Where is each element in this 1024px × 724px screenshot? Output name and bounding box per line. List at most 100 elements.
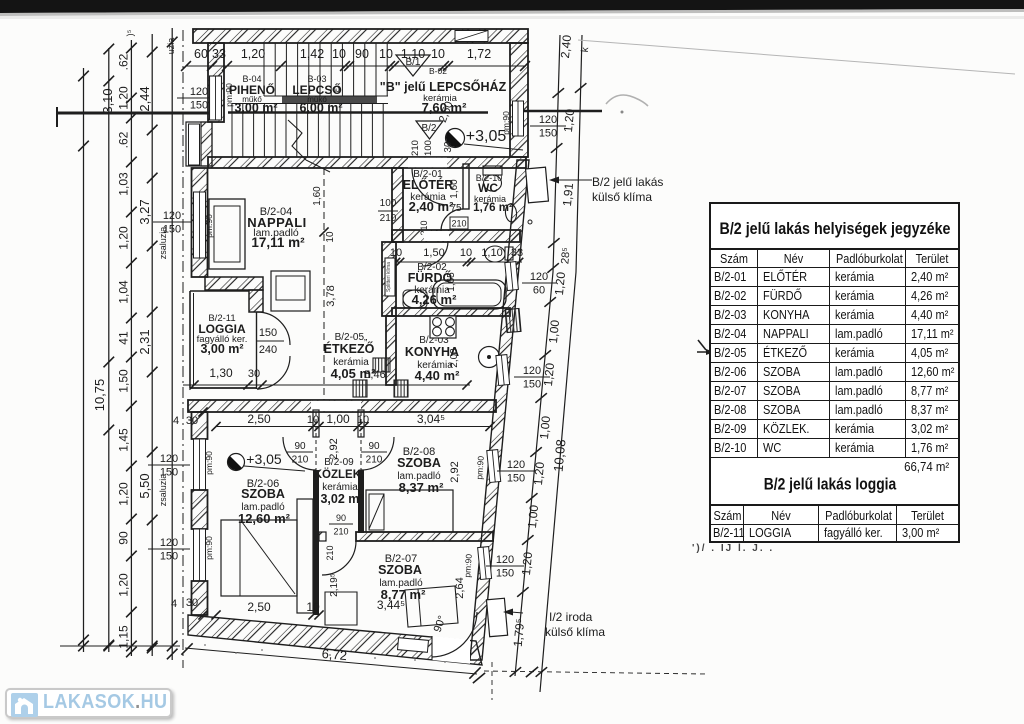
svg-text:150: 150 [539,128,557,140]
svg-text:1,20: 1,20 [117,482,131,506]
svg-text:pm:90: pm:90 [204,536,214,560]
svg-text:B-04: B-04 [242,74,261,84]
svg-text:2,44: 2,44 [137,86,152,111]
svg-text:17,11 m²: 17,11 m² [251,235,305,250]
svg-text:pm:90: pm:90 [462,553,474,578]
svg-text:lam.padló: lam.padló [253,227,299,239]
svg-text:SZOBA: SZOBA [241,487,285,501]
svg-text:2,92: 2,92 [328,438,340,459]
svg-text:1,20: 1,20 [519,551,535,576]
svg-text:uzia: uzia [166,38,176,55]
svg-text:2,64: 2,64 [454,577,466,598]
svg-text:120: 120 [496,554,514,566]
svg-text:1,15: 1,15 [117,625,131,649]
svg-text:+3,05: +3,05 [466,128,507,145]
svg-text:210: 210 [451,219,466,229]
svg-text:2,19⁵: 2,19⁵ [329,573,340,597]
svg-text:B-03: B-03 [307,74,326,84]
svg-text:B/2-01: B/2-01 [413,169,443,180]
svg-text:1,76 m²: 1,76 m² [473,202,513,214]
svg-text:28⁵: 28⁵ [559,247,573,265]
svg-text:pm:90: pm:90 [501,111,511,135]
svg-text:1,72: 1,72 [467,47,491,61]
svg-text:12,60 m²: 12,60 m² [238,511,291,526]
svg-text:FÜRDŐ: FÜRDŐ [408,270,453,285]
svg-text:B-02: B-02 [429,66,447,76]
svg-text:B/2-09: B/2-09 [324,457,354,468]
svg-text:120: 120 [507,459,525,471]
svg-text:B/2-06: B/2-06 [247,478,279,490]
svg-text:B/2-10: B/2-10 [476,173,503,183]
svg-text:210: 210 [380,213,397,224]
svg-text:I/2 iroda: I/2 iroda [549,610,593,624]
svg-text:B/2 jelű lakás: B/2 jelű lakás [592,175,663,189]
svg-text:1,00: 1,00 [537,415,553,440]
svg-text:100: 100 [380,198,397,209]
svg-text:120: 120 [160,453,178,465]
svg-text:210: 210 [366,455,383,466]
svg-text:pm:90: pm:90 [204,451,214,475]
svg-text:2,40: 2,40 [558,34,574,59]
svg-text:150: 150 [160,551,178,563]
svg-text:90: 90 [117,531,131,545]
svg-text:.62: .62 [117,131,131,148]
svg-text:3,10: 3,10 [100,88,115,113]
svg-text:2,50: 2,50 [247,600,271,614]
svg-text:150: 150 [259,327,277,339]
svg-text:120: 120 [160,537,178,549]
svg-text:ELŐTÉR: ELŐTÉR [403,177,454,192]
svg-text:150: 150 [496,568,514,580]
svg-text:.62: .62 [117,53,131,70]
svg-text:1,20: 1,20 [117,226,131,250]
svg-text:k: k [580,46,592,53]
svg-text:210: 210 [292,455,309,466]
svg-text:10,08: 10,08 [551,439,569,473]
svg-text:PIHENŐ: PIHENŐ [229,82,275,97]
svg-text:4: 4 [171,598,177,610]
svg-text:90: 90 [368,441,380,452]
svg-text:WC: WC [478,181,498,195]
svg-text:1,20: 1,20 [552,271,568,296]
svg-text:műkő: műkő [242,95,262,104]
svg-text:120: 120 [190,86,208,98]
svg-text:30: 30 [443,141,454,153]
svg-text:8,37 m²: 8,37 m² [399,480,444,495]
svg-text:100: 100 [423,140,434,156]
svg-text:2,31: 2,31 [137,329,152,354]
svg-text:SZOBA: SZOBA [378,563,422,577]
svg-text:1,10: 1,10 [401,47,425,61]
svg-text:4,26 m²: 4,26 m² [412,292,457,307]
svg-text:2,92: 2,92 [449,461,461,482]
svg-text:10: 10 [357,414,369,426]
svg-text:10: 10 [379,47,393,61]
svg-text:210: 210 [419,220,429,235]
svg-text:kerámia: kerámia [322,482,358,493]
svg-text:kerámia: kerámia [414,285,450,296]
svg-text:B/2: B/2 [421,123,436,134]
svg-text:kerámia: kerámia [333,357,369,368]
svg-text:fagyálló ker.: fagyálló ker. [197,334,248,345]
svg-text:pm:90: pm:90 [224,83,234,107]
svg-text:120: 120 [163,210,181,222]
svg-text:kerámia: kerámia [423,93,458,104]
svg-text:3,44⁵: 3,44⁵ [377,598,405,612]
svg-text:30: 30 [186,597,198,609]
svg-text:1,20: 1,20 [117,86,131,110]
svg-text:4,40 m²: 4,40 m² [415,368,460,383]
svg-text:B/2-02: B/2-02 [417,262,447,273]
svg-text:6,72: 6,72 [321,646,348,663]
svg-text:210: 210 [333,527,348,537]
svg-text:1,50: 1,50 [117,369,131,393]
svg-text:1,10: 1,10 [481,247,502,259]
svg-text:3,00 m²: 3,00 m² [200,342,243,356]
svg-text:kerámia: kerámia [417,360,453,371]
svg-text:150: 150 [523,379,541,391]
svg-text:külső klíma: külső klíma [545,625,605,639]
svg-text:1,79⁵: 1,79⁵ [511,618,528,648]
svg-text:4: 4 [173,415,179,427]
svg-text:150: 150 [190,100,208,112]
svg-text:NAPPALI: NAPPALI [247,215,307,230]
svg-text:120: 120 [523,365,541,377]
svg-text:6,00 m²: 6,00 m² [299,101,342,115]
svg-text:210: 210 [325,545,335,560]
